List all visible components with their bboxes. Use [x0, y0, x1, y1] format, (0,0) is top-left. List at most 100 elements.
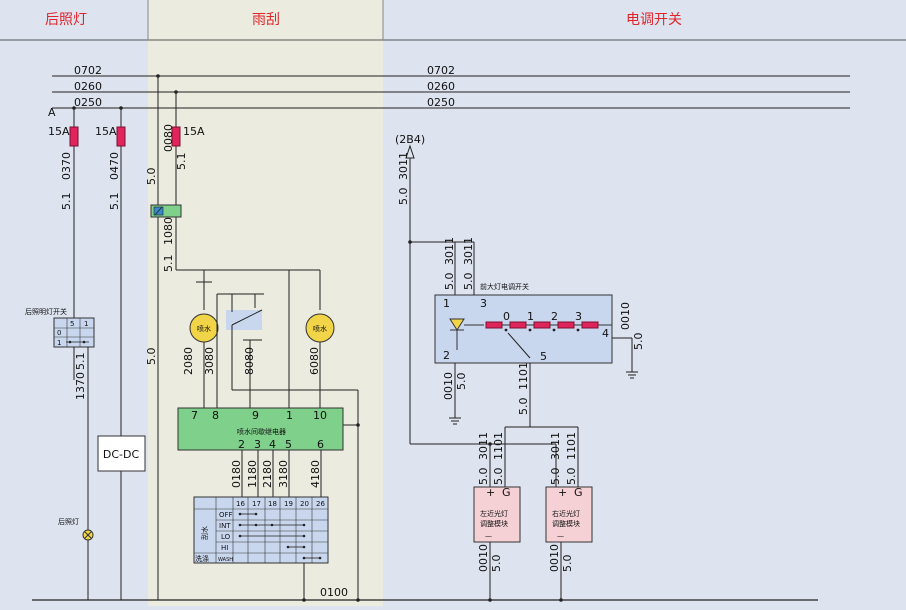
- wire-label-0370: 0370: [60, 152, 73, 180]
- switch-column: 20: [300, 500, 309, 508]
- right-leveling-module: [545, 486, 593, 543]
- switch-column: 17: [252, 500, 261, 508]
- switch-row: LO: [221, 533, 231, 541]
- wire-gauge-label: 5.1: [162, 255, 175, 273]
- wiper-combination-switch: 16 17 18 19 20 26 刮水 洗涤 OFF INT LO HI WA…: [193, 496, 329, 600]
- fuse-rating: 15A: [48, 125, 70, 138]
- switch-row: INT: [219, 522, 231, 530]
- module-plus: +: [558, 486, 567, 499]
- dcdc-converter: [97, 435, 146, 472]
- wire-label-0010: 0010: [548, 544, 561, 572]
- switch-pin: 1: [57, 339, 61, 347]
- wiper-section: 5.0 15A 0080 5.1 5.0 1080 5.1 喷水 喷水: [145, 74, 360, 600]
- pump-label: 喷水: [313, 324, 327, 333]
- relay-pin: 4: [269, 438, 276, 451]
- relay-pin: 10: [313, 409, 327, 422]
- resistor: [581, 321, 599, 329]
- headlamp-switch-label: 前大灯电调开关: [480, 282, 529, 291]
- wire-gauge-label: 5.0: [517, 398, 530, 416]
- wire-label-6080: 6080: [308, 347, 321, 375]
- switch-pin: 2: [443, 349, 450, 362]
- relay-pin: 9: [252, 409, 259, 422]
- wire-label-3011: 3011: [462, 237, 475, 265]
- wire-label-0080: 0080: [162, 124, 175, 152]
- power-buses: 0702 0260 0250 0702 0260 0250 A: [48, 64, 850, 119]
- wire-label-1101: 1101: [492, 432, 505, 460]
- module-g: G: [502, 486, 511, 499]
- wire-label-0010: 0010: [619, 302, 632, 330]
- ground-bus-label: 0100: [320, 586, 348, 599]
- rear-light-section: 15A 0370 5.1 15A 0470 5.1 后照明灯开关 5 1 0 1…: [25, 106, 146, 600]
- wire-gauge-label: 5.0: [492, 468, 505, 486]
- fuse-rear-light: [69, 126, 79, 147]
- wire-gauge-label: 5.0: [443, 273, 456, 291]
- module-plus: +: [486, 486, 495, 499]
- bus-label-0250: 0250: [427, 96, 455, 109]
- switch-pin: 5: [70, 320, 74, 328]
- switch-column: 18: [268, 500, 277, 508]
- wire-label-0010: 0010: [477, 544, 490, 572]
- module-minus: —: [485, 532, 492, 540]
- wire-gauge-label: 5.0: [561, 555, 574, 573]
- wire-label-1180: 1180: [246, 460, 259, 488]
- wire-label-3011: 3011: [443, 237, 456, 265]
- wire-label-2180: 2180: [261, 460, 274, 488]
- fuse-rating: 15A: [183, 125, 205, 138]
- indicator-led: [449, 318, 465, 331]
- left-leveling-module: [473, 486, 521, 543]
- switch-side-label: 刮水: [200, 526, 209, 540]
- wire-gauge-label: 5.1: [175, 153, 188, 171]
- relay-pin: 2: [238, 438, 245, 451]
- resistor: [485, 321, 503, 329]
- wire-gauge-label: 5.0: [477, 468, 490, 486]
- module-label: 右近光灯: [552, 509, 580, 518]
- switch-pin: 5: [540, 350, 547, 363]
- wiper-relay-block: [177, 407, 344, 451]
- switch-position: 2: [551, 310, 558, 323]
- switch-row: HI: [221, 544, 228, 552]
- switch-pin: 0: [57, 329, 61, 337]
- bus-label-0702: 0702: [74, 64, 102, 77]
- switch-side-label: 洗涤: [195, 554, 209, 563]
- bus-label-0260: 0260: [427, 80, 455, 93]
- fuse-dcdc: [116, 126, 126, 147]
- wire-label-3180: 3180: [277, 460, 290, 488]
- module-label: 左近光灯: [480, 509, 508, 518]
- junction-dot: [119, 106, 123, 110]
- wire-label-3011: 3011: [477, 432, 490, 460]
- wire-gauge-label: 5.0: [145, 168, 158, 186]
- bus-label-0702: 0702: [427, 64, 455, 77]
- wire-gauge-label: 5.0: [397, 188, 410, 206]
- wire-gauge-label: 5.0: [455, 373, 468, 391]
- pump-label: 喷水: [197, 324, 211, 333]
- switch-row: WASH: [218, 557, 233, 563]
- switch-pin: 1: [443, 297, 450, 310]
- junction-dot: [72, 106, 76, 110]
- relay-pin: 1: [286, 409, 293, 422]
- switch-column: 26: [316, 500, 325, 508]
- arrow-label: A: [48, 106, 56, 119]
- switch-pin: 4: [602, 327, 609, 340]
- module-g: G: [574, 486, 583, 499]
- module-label: 调整模块: [480, 519, 508, 528]
- relay-label: 喷水间歇继电器: [237, 427, 286, 436]
- rear-lamp-label: 后照灯: [58, 517, 79, 526]
- wire-gauge-label: 5.1: [74, 353, 87, 371]
- module-label: 调整模块: [552, 519, 580, 528]
- switch-pin: 1: [84, 320, 88, 328]
- switch-position: 3: [575, 310, 582, 323]
- resistor: [557, 321, 575, 329]
- wire-label-3011: 3011: [549, 432, 562, 460]
- header-wiper: 雨刮: [252, 12, 280, 28]
- wire-gauge-label: 5.0: [565, 468, 578, 486]
- wire-gauge-label: 5.0: [632, 333, 645, 351]
- wire-label-3080: 3080: [203, 347, 216, 375]
- relay-pin: 3: [254, 438, 261, 451]
- wire-label-1370: 1370: [74, 372, 87, 400]
- header-rear-light: 后照灯: [45, 12, 87, 28]
- wire-label-1101: 1101: [517, 362, 530, 390]
- relay-pin: 6: [317, 438, 324, 451]
- switch-pin: 3: [480, 297, 487, 310]
- wire-gauge-label: 5.1: [108, 193, 121, 211]
